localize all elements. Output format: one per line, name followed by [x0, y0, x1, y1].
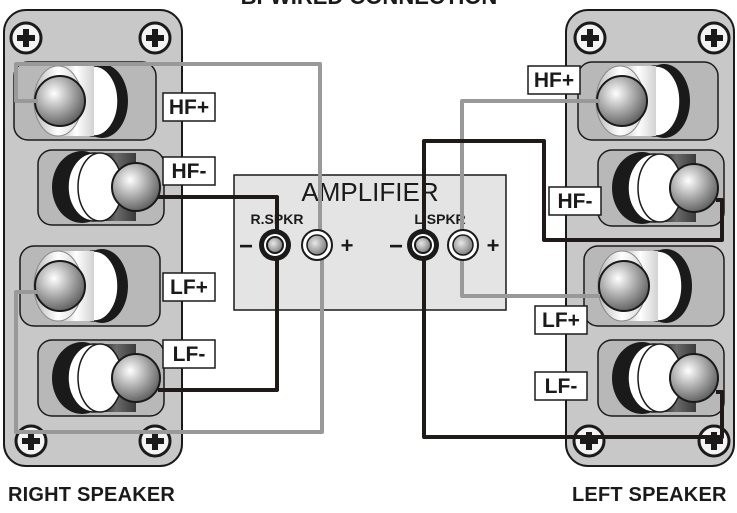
jack-r-negative-icon	[259, 229, 291, 261]
r-plus-sign: +	[341, 233, 354, 258]
binding-post-hf-negative-icon	[37, 149, 165, 226]
svg-text:LF+: LF+	[170, 276, 208, 299]
screw-icon	[9, 21, 43, 55]
svg-text:LF+: LF+	[542, 309, 580, 332]
jack-r-positive-icon	[301, 229, 333, 261]
svg-text:LF-: LF-	[173, 343, 206, 366]
screw-icon	[138, 21, 172, 55]
binding-post-lf-negative-icon	[597, 339, 725, 417]
binding-post-lf-negative-icon	[37, 339, 165, 417]
wire-left-positive	[460, 99, 600, 298]
screw-icon	[697, 21, 731, 55]
left-speaker-caption: LEFT SPEAKER	[572, 484, 727, 506]
wire-left-negative	[422, 139, 724, 439]
screw-icon	[697, 424, 731, 458]
svg-text:HF+: HF+	[169, 96, 209, 119]
svg-text:HF+: HF+	[534, 69, 574, 92]
left-speaker-panel: HF+ HF- LF+ LF-	[527, 9, 735, 467]
screw-icon	[572, 424, 606, 458]
right-speaker-panel: HF+ HF- LF+ LF-	[3, 9, 216, 467]
jack-l-negative-icon	[407, 229, 439, 261]
binding-post-lf-positive-icon	[19, 245, 161, 327]
wire-right-negative	[158, 195, 279, 392]
terminal-label-hf-positive: HF+	[162, 92, 216, 122]
svg-text:HF-: HF-	[172, 160, 207, 183]
screw-icon	[573, 21, 607, 55]
binding-post-lf-positive-icon	[583, 245, 725, 327]
l-plus-sign: +	[487, 233, 500, 258]
svg-text:LF-: LF-	[545, 375, 578, 398]
wire-right-positive	[14, 62, 324, 434]
terminal-label-lf-positive: LF+	[534, 305, 588, 335]
binding-post-hf-positive-icon	[577, 61, 719, 141]
r-minus-sign: −	[239, 233, 253, 260]
right-speaker-caption: RIGHT SPEAKER	[8, 484, 176, 506]
terminal-label-lf-negative: LF-	[534, 371, 588, 401]
svg-text:HF-: HF-	[558, 190, 593, 213]
terminal-label-lf-negative: LF-	[162, 339, 216, 369]
terminal-label-hf-negative: HF-	[162, 156, 216, 186]
binding-post-hf-positive-icon	[13, 61, 157, 141]
binding-post-hf-negative-icon	[597, 149, 725, 227]
amplifier-label: AMPLIFIER	[301, 177, 438, 207]
diagram-title: BI-WIRED CONNECTION	[241, 0, 498, 9]
terminal-label-hf-positive: HF+	[527, 65, 581, 95]
terminal-label-hf-negative: HF-	[548, 186, 602, 216]
terminal-label-lf-positive: LF+	[162, 272, 216, 302]
l-spkr-label: L.SPKR	[414, 211, 465, 227]
l-minus-sign: −	[389, 233, 403, 260]
jack-l-positive-icon	[447, 229, 479, 261]
